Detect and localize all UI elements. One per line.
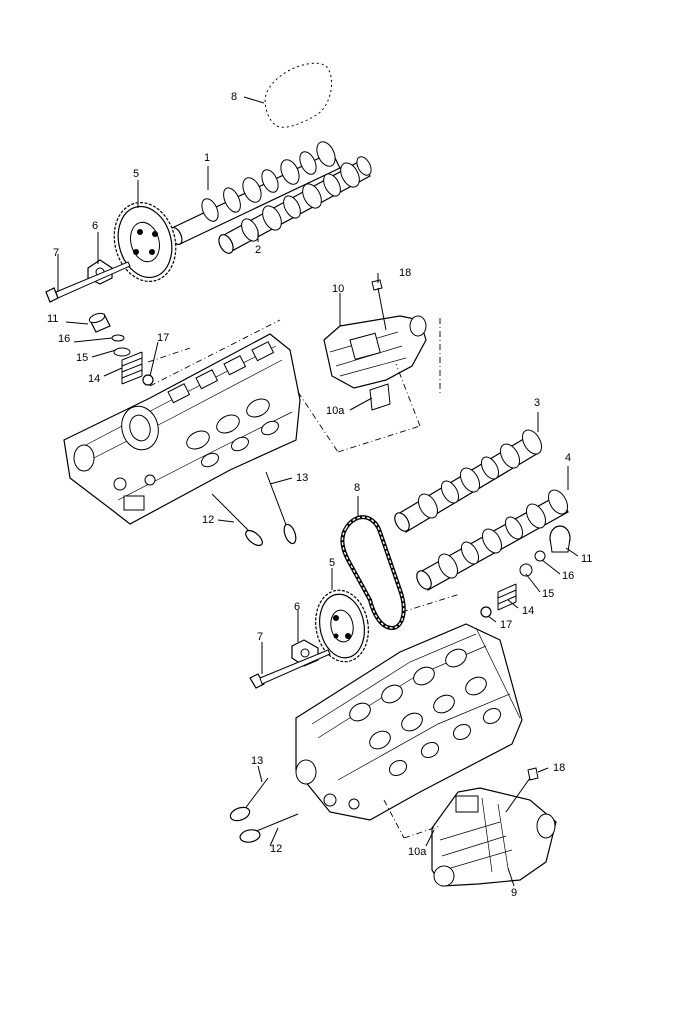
callout-labels: 8 1 5 6 7 2 18 10 11 16 17 15 14 10a 3 4… xyxy=(47,91,592,899)
valve-stem-seal-lower xyxy=(480,606,492,618)
camshaft-1 xyxy=(169,141,341,246)
callout-16-lower: 16 xyxy=(562,570,574,582)
intake-valve-upper xyxy=(211,493,263,547)
callout-3: 3 xyxy=(534,397,540,409)
valve-keepers-upper xyxy=(111,334,131,357)
camshaft-3 xyxy=(394,429,542,533)
timing-chain-lower xyxy=(340,515,406,631)
callout-15-lower: 15 xyxy=(542,588,554,600)
callout-7-upper: 7 xyxy=(53,247,59,259)
callout-10: 10 xyxy=(332,283,344,295)
bolt-upper xyxy=(45,261,131,303)
camshaft-2 xyxy=(218,156,372,254)
alignment-lines-upper xyxy=(147,318,441,453)
callout-13-upper: 13 xyxy=(296,472,308,484)
callout-8-lower: 8 xyxy=(354,482,360,494)
camshaft-sprocket-upper xyxy=(113,201,177,283)
cylinder-head-lower xyxy=(295,623,523,821)
valve-spring-upper xyxy=(121,351,143,385)
callout-14-upper: 14 xyxy=(88,373,100,385)
valve-stem-seal-upper xyxy=(142,374,154,386)
camshaft-sprocket-lower xyxy=(315,589,369,663)
callout-8-upper: 8 xyxy=(231,91,237,103)
callout-12-lower: 12 xyxy=(270,843,282,855)
callout-11-upper: 11 xyxy=(47,313,58,325)
callout-7-lower: 7 xyxy=(257,631,263,643)
exhaust-valve-lower xyxy=(229,777,269,822)
callout-6-lower: 6 xyxy=(294,601,300,613)
callout-14-lower: 14 xyxy=(522,605,534,617)
bucket-tappet-upper xyxy=(88,312,111,333)
valve-spring-lower xyxy=(497,583,517,611)
exhaust-valve-upper xyxy=(265,471,297,545)
callout-12-upper: 12 xyxy=(202,514,214,526)
adjuster-bolt-upper xyxy=(371,279,387,331)
callout-18-upper: 18 xyxy=(399,267,411,279)
intake-valve-lower xyxy=(239,813,299,843)
camshaft-adjuster-lower xyxy=(431,787,557,887)
callout-1: 1 xyxy=(204,152,210,164)
callout-9: 9 xyxy=(511,887,517,899)
callout-2: 2 xyxy=(255,244,261,256)
adjuster-bolt-lower xyxy=(505,767,539,813)
camshaft-4 xyxy=(416,489,569,591)
leader-lines xyxy=(57,96,579,887)
callout-15-upper: 15 xyxy=(76,352,88,364)
callout-10a-lower: 10a xyxy=(408,846,427,858)
bolt-lower xyxy=(249,649,331,689)
callout-17-upper: 17 xyxy=(157,332,169,344)
callout-11-lower: 11 xyxy=(581,553,592,565)
bucket-tappet-lower xyxy=(549,525,571,553)
callout-13-lower: 13 xyxy=(251,755,263,767)
cylinder-head-upper xyxy=(63,333,301,525)
callout-17-lower: 17 xyxy=(500,619,512,631)
callout-16-upper: 16 xyxy=(58,333,70,345)
callout-5-upper: 5 xyxy=(133,168,139,180)
valve-keepers-lower xyxy=(519,550,546,577)
camshaft-adjuster-upper xyxy=(323,315,427,411)
callout-18-lower: 18 xyxy=(553,762,565,774)
alignment-lines-lower xyxy=(383,593,461,839)
timing-chain-upper xyxy=(264,62,333,128)
callout-10a-upper: 10a xyxy=(326,405,345,417)
callout-5-lower: 5 xyxy=(329,557,335,569)
callout-6-upper: 6 xyxy=(92,220,98,232)
callout-4: 4 xyxy=(565,452,571,464)
